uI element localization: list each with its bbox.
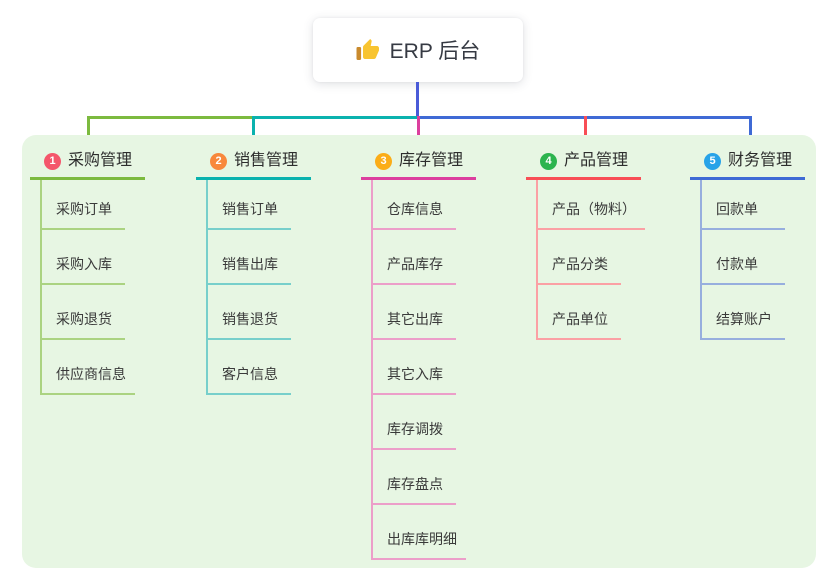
child-node[interactable]: 采购入库 xyxy=(40,254,125,285)
child-node[interactable]: 供应商信息 xyxy=(40,364,135,395)
branch-connector-stub xyxy=(87,116,90,146)
child-row: 销售出库 xyxy=(206,230,291,285)
branch-node[interactable]: 3 库存管理 xyxy=(361,147,476,180)
child-node[interactable]: 销售退货 xyxy=(206,309,291,340)
branch-label: 库存管理 xyxy=(399,152,464,169)
branch-label: 销售管理 xyxy=(234,152,299,169)
child-row: 库存调拨 xyxy=(371,395,466,450)
child-row: 产品（物料） xyxy=(536,180,645,230)
branch-children: 回款单付款单结算账户 xyxy=(700,180,785,340)
child-node[interactable]: 采购订单 xyxy=(40,199,125,230)
branch-label: 财务管理 xyxy=(728,152,793,169)
branch-connector-stub xyxy=(252,116,255,146)
branches-panel xyxy=(22,135,816,568)
branch-3: 3 库存管理仓库信息产品库存其它出库其它入库库存调拨库存盘点出库库明细 xyxy=(361,147,476,560)
branch-number-badge: 5 xyxy=(704,152,721,170)
root-node[interactable]: ERP 后台 xyxy=(313,18,523,82)
child-node[interactable]: 销售订单 xyxy=(206,199,291,230)
child-node[interactable]: 其它出库 xyxy=(371,309,456,340)
child-row: 供应商信息 xyxy=(40,340,135,395)
child-node[interactable]: 库存盘点 xyxy=(371,474,456,505)
child-node[interactable]: 其它入库 xyxy=(371,364,456,395)
child-node[interactable]: 客户信息 xyxy=(206,364,291,395)
child-node[interactable]: 销售出库 xyxy=(206,254,291,285)
root-connector-line xyxy=(416,82,419,116)
child-row: 销售退货 xyxy=(206,285,291,340)
branch-connector-stub xyxy=(584,116,587,146)
child-node[interactable]: 产品库存 xyxy=(371,254,456,285)
root-title: ERP 后台 xyxy=(389,40,481,63)
child-row: 其它出库 xyxy=(371,285,466,340)
branch-2: 2 销售管理销售订单销售出库销售退货客户信息 xyxy=(196,147,311,395)
child-row: 采购入库 xyxy=(40,230,135,285)
child-node[interactable]: 产品分类 xyxy=(536,254,621,285)
branch-connector-horizontal xyxy=(87,116,253,119)
child-row: 库存盘点 xyxy=(371,450,466,505)
child-row: 采购订单 xyxy=(40,180,135,230)
child-row: 出库库明细 xyxy=(371,505,466,560)
child-row: 付款单 xyxy=(700,230,785,285)
branch-label: 产品管理 xyxy=(564,152,629,169)
branch-children: 仓库信息产品库存其它出库其它入库库存调拨库存盘点出库库明细 xyxy=(371,180,466,560)
child-node[interactable]: 回款单 xyxy=(700,199,785,230)
child-node[interactable]: 产品单位 xyxy=(536,309,621,340)
child-row: 结算账户 xyxy=(700,285,785,340)
branch-node[interactable]: 1 采购管理 xyxy=(30,147,145,180)
child-node[interactable]: 产品（物料） xyxy=(536,199,645,230)
child-node[interactable]: 仓库信息 xyxy=(371,199,456,230)
child-node[interactable]: 结算账户 xyxy=(700,309,785,340)
branch-children: 销售订单销售出库销售退货客户信息 xyxy=(206,180,291,395)
branch-number-badge: 1 xyxy=(44,152,61,170)
child-row: 其它入库 xyxy=(371,340,466,395)
branch-connector-stub xyxy=(749,116,752,146)
child-row: 仓库信息 xyxy=(371,180,466,230)
branch-connector-horizontal xyxy=(252,116,419,119)
branch-5: 5 财务管理回款单付款单结算账户 xyxy=(690,147,805,340)
branch-node[interactable]: 4 产品管理 xyxy=(526,147,641,180)
child-node[interactable]: 出库库明细 xyxy=(371,529,466,560)
child-node[interactable]: 库存调拨 xyxy=(371,419,456,450)
child-node[interactable]: 付款单 xyxy=(700,254,785,285)
branch-4: 4 产品管理产品（物料） 产品分类产品单位 xyxy=(526,147,645,340)
branch-number-badge: 3 xyxy=(375,152,392,170)
child-row: 销售订单 xyxy=(206,180,291,230)
child-row: 产品库存 xyxy=(371,230,466,285)
branch-number-badge: 2 xyxy=(210,152,227,170)
branch-node[interactable]: 2 销售管理 xyxy=(196,147,311,180)
child-row: 客户信息 xyxy=(206,340,291,395)
branch-number-badge: 4 xyxy=(540,152,557,170)
child-row: 产品单位 xyxy=(536,285,645,340)
branch-1: 1 采购管理采购订单采购入库采购退货供应商信息 xyxy=(30,147,145,395)
child-row: 采购退货 xyxy=(40,285,135,340)
child-row: 回款单 xyxy=(700,180,785,230)
child-node[interactable]: 采购退货 xyxy=(40,309,125,340)
branch-children: 产品（物料） 产品分类产品单位 xyxy=(536,180,645,340)
child-row: 产品分类 xyxy=(536,230,645,285)
branch-node[interactable]: 5 财务管理 xyxy=(690,147,805,180)
thumbs-up-icon xyxy=(356,39,379,60)
branch-connector-stub xyxy=(417,116,420,146)
branch-label: 采购管理 xyxy=(68,152,133,169)
branch-children: 采购订单采购入库采购退货供应商信息 xyxy=(40,180,135,395)
